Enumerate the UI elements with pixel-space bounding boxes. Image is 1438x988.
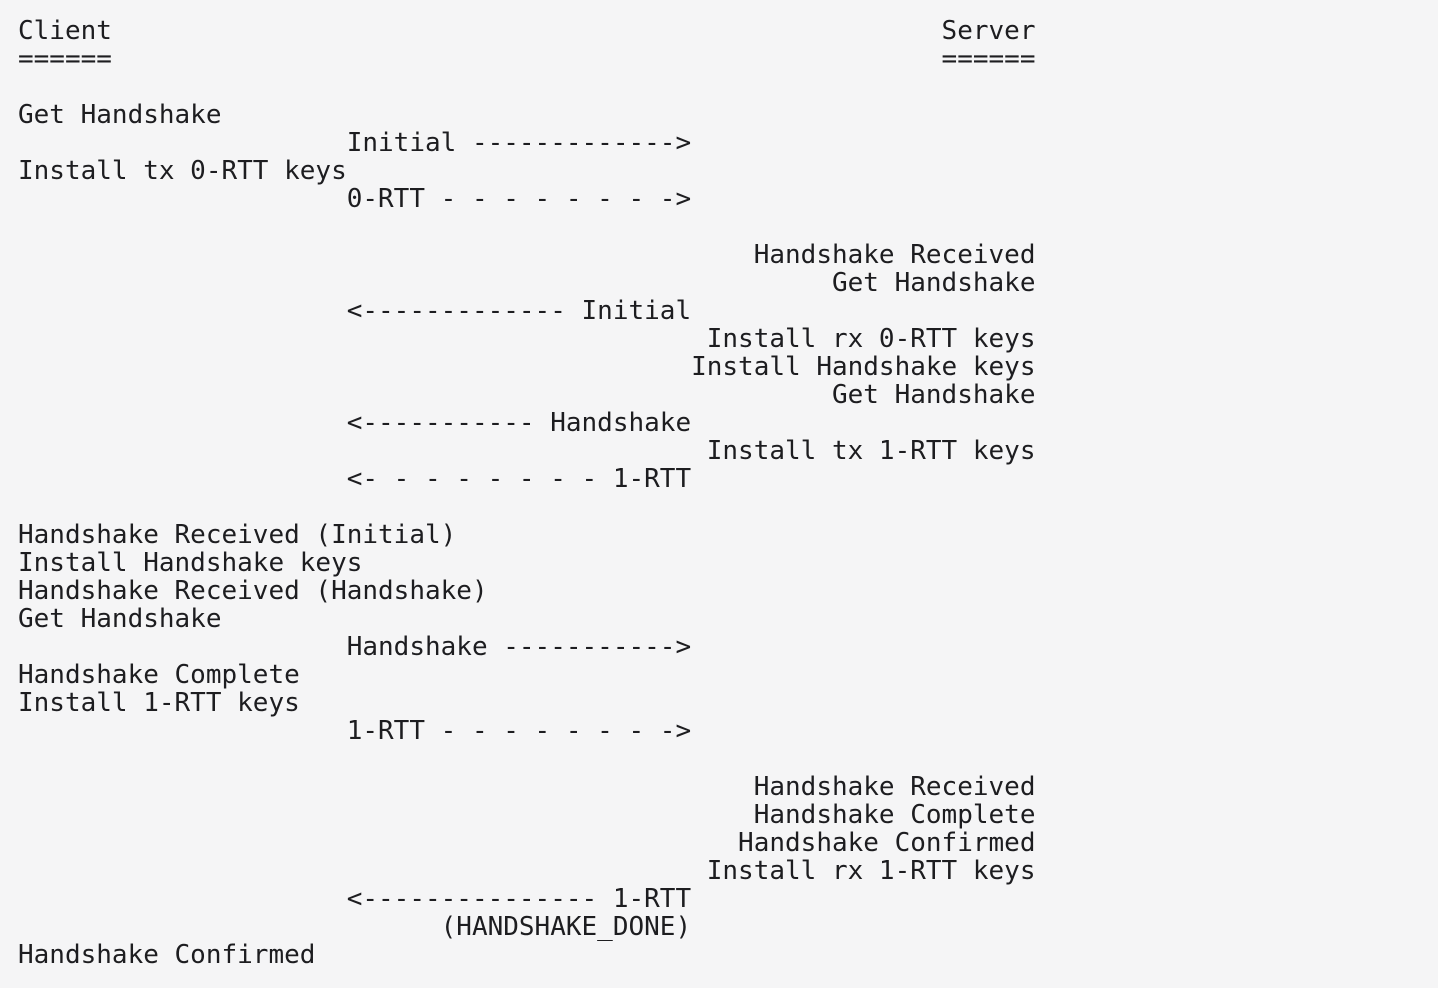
handshake-interaction-diagram: Client Server ====== ====== Get Handshak… — [18, 16, 1036, 970]
page: Client Server ====== ====== Get Handshak… — [18, 16, 1036, 970]
